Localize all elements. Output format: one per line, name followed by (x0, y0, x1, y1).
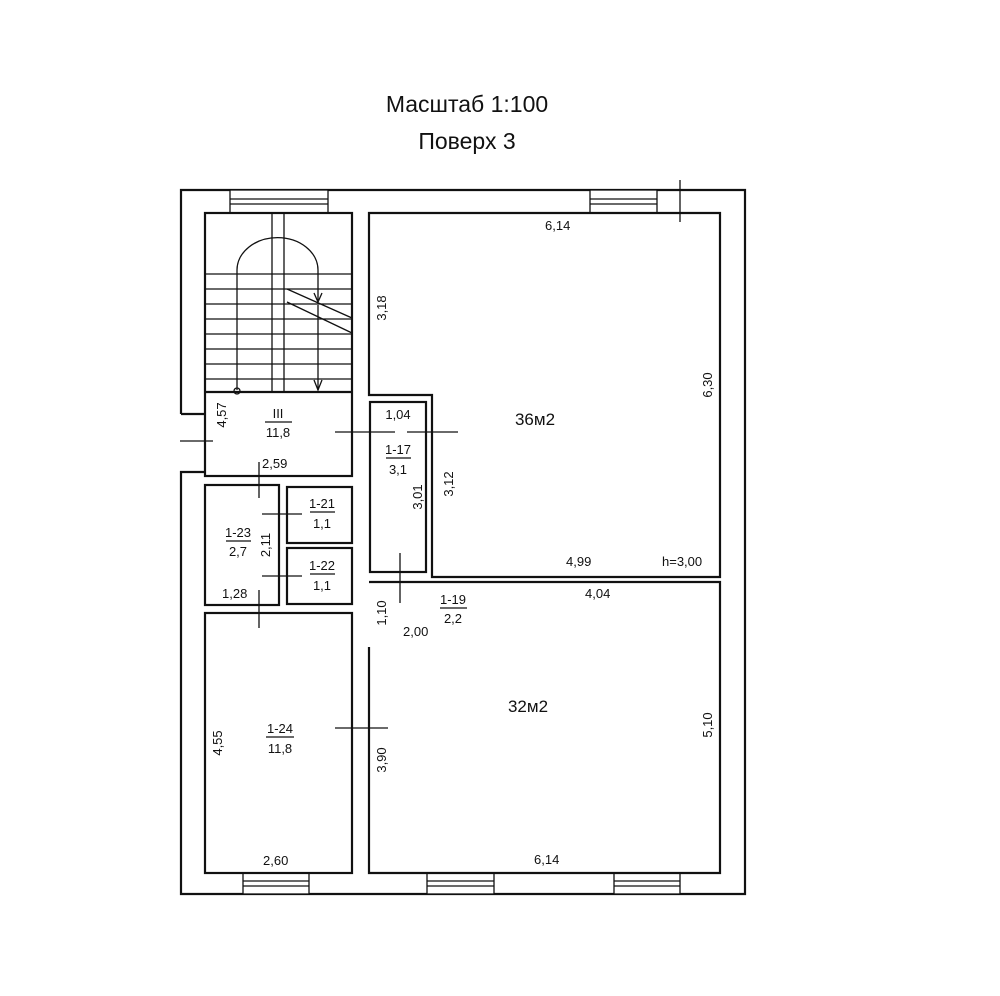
dimension: 5,10 (700, 712, 715, 737)
outer-walls (179, 188, 747, 896)
room-1-22: 1-22 1,1 (262, 546, 354, 606)
dimension: 6,30 (700, 372, 715, 397)
ceiling-height: h=3,00 (662, 554, 702, 569)
scale-title: Масштаб 1:100 (386, 91, 548, 117)
windows (229, 180, 681, 895)
room-area: 2,2 (444, 611, 462, 626)
dimension: 6,14 (534, 852, 559, 867)
dimension: 2,11 (258, 533, 273, 557)
dimension: 1,04 (385, 407, 410, 422)
room-area: 32м2 (508, 697, 548, 716)
room-1-23: 1-23 2,7 2,11 1,28 (203, 483, 281, 628)
dimension: 2,60 (263, 853, 288, 868)
dimension: 4,04 (585, 586, 610, 601)
dimension: 2,00 (403, 624, 428, 639)
room-area: 36м2 (515, 410, 555, 429)
dimension: 6,14 (545, 218, 570, 233)
dimension: 3,01 (410, 484, 425, 509)
room-1-19: 1-19 2,2 1,10 2,00 (374, 592, 467, 639)
staircase (203, 211, 354, 478)
dimension: 2,59 (262, 456, 287, 471)
floor-title: Поверх 3 (418, 128, 515, 154)
room-1-21: 1-21 1,1 (262, 485, 354, 545)
room-area: 3,1 (389, 462, 407, 477)
dimension: 1,10 (374, 600, 389, 625)
room-number: 1-23 (225, 525, 251, 540)
room-32m2: 32м2 4,04 3,90 5,10 6,14 (367, 580, 722, 875)
dimension: 4,99 (566, 554, 591, 569)
room-number: 1-17 (385, 442, 411, 457)
dimension: 3,12 (441, 471, 456, 496)
room-1-24: 1-24 11,8 4,55 2,60 (203, 611, 388, 875)
room-area: 1,1 (313, 578, 331, 593)
room-area: 11,8 (266, 425, 290, 440)
room-area: 1,1 (313, 516, 331, 531)
room-number: 1-21 (309, 496, 335, 511)
room-number: 1-24 (267, 721, 293, 736)
room-area: 11,8 (268, 741, 292, 756)
room-number: III (273, 406, 284, 421)
room-36m2: 36м2 6,14 3,18 6,30 3,12 4,99 h=3,00 (367, 211, 722, 579)
dimension: 3,18 (374, 295, 389, 320)
dimension: 4,57 (214, 402, 229, 427)
room-number: 1-19 (440, 592, 466, 607)
room-III: III 11,8 4,57 2,59 (180, 402, 395, 498)
room-number: 1-22 (309, 558, 335, 573)
room-1-17: 1,04 1-17 3,1 3,01 (368, 400, 428, 603)
dimension: 3,90 (374, 747, 389, 772)
dimension: 4,55 (210, 730, 225, 755)
room-area: 2,7 (229, 544, 247, 559)
dimension: 1,28 (222, 586, 247, 601)
